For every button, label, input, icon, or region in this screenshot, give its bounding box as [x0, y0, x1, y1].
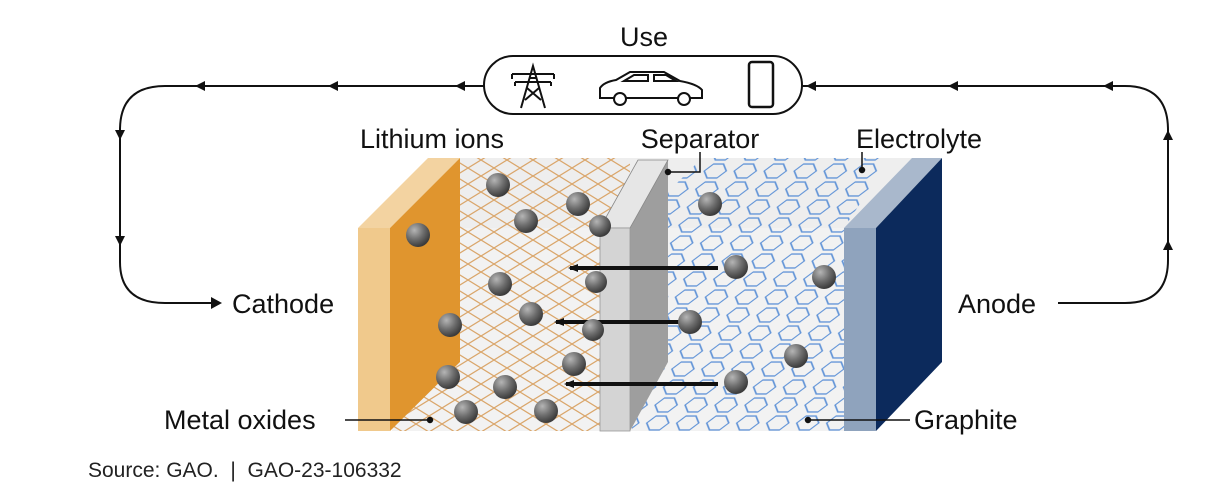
lithium-ion — [519, 302, 543, 326]
graphite-leader-dot — [804, 416, 812, 424]
lithium-ion — [724, 370, 748, 394]
arrow-left-icon — [195, 81, 205, 91]
lithium-ion — [562, 352, 586, 376]
arrow-down-icon — [115, 130, 125, 140]
lithium-ion — [534, 399, 558, 423]
lithium-ion — [406, 223, 430, 247]
graphite-label: Graphite — [914, 405, 1018, 435]
electrolyte-label: Electrolyte — [856, 124, 982, 154]
lithium-ion — [585, 271, 607, 293]
separator-leader-dot — [664, 168, 672, 176]
arrow-left-icon — [806, 81, 816, 91]
separator-front — [599, 227, 631, 432]
metal-oxides-leader-dot — [426, 416, 434, 424]
lithium-ion — [566, 192, 590, 216]
phone-icon — [747, 60, 775, 109]
ion-flow-arrows — [554, 264, 718, 388]
lithium-ion — [514, 209, 538, 233]
arrow-up-icon — [1163, 130, 1173, 140]
left-wire — [119, 85, 484, 304]
arrow-left-icon — [455, 81, 465, 91]
anode-plate-top — [844, 158, 942, 228]
metal-oxides-label: Metal oxides — [164, 405, 316, 435]
graphite-mesh — [632, 158, 890, 431]
lithium-ion — [582, 319, 604, 341]
cathode-plate-front — [358, 228, 390, 431]
circuit-wires — [119, 85, 1169, 304]
use-device-box: Use — [483, 22, 803, 115]
electrolyte-leader-dot — [858, 166, 866, 174]
right-wire — [802, 85, 1169, 304]
lithium-ion — [436, 365, 460, 389]
arrow-left-icon — [948, 81, 958, 91]
arrow-right-icon — [211, 297, 222, 309]
car-icon — [599, 71, 703, 106]
arrow-left-icon — [1103, 81, 1113, 91]
lithium-ion — [488, 272, 512, 296]
cathode-plate-side — [390, 158, 460, 431]
lithium-ion — [678, 310, 702, 334]
circuit-arrowheads — [115, 81, 1173, 309]
source-note: Source: GAO. | GAO-23-106332 — [88, 459, 402, 482]
separator-leader — [668, 152, 701, 173]
lithium-ion — [493, 375, 517, 399]
lithium-ion — [438, 313, 462, 337]
callout-leaders — [345, 152, 910, 424]
lithium-ion — [812, 265, 836, 289]
battery-cell — [358, 158, 942, 432]
anode-plate-side — [876, 158, 942, 431]
use-label: Use — [620, 22, 668, 52]
lithium-ion — [454, 400, 478, 424]
lithium-ion — [784, 344, 808, 368]
lithium-ions — [406, 173, 836, 424]
lithium-ion — [589, 215, 611, 237]
anode-label: Anode — [958, 289, 1036, 319]
arrow-up-icon — [1163, 240, 1173, 250]
lithium-ion — [724, 255, 748, 279]
cathode-label: Cathode — [232, 289, 334, 319]
separator-label: Separator — [641, 124, 760, 154]
lithium-ion — [486, 173, 510, 197]
separator-side — [630, 160, 668, 431]
power-tower-icon — [511, 62, 555, 109]
lithium-ions-label: Lithium ions — [360, 124, 504, 154]
lithium-ion — [698, 192, 722, 216]
arrow-down-icon — [115, 236, 125, 246]
cathode-plate-top — [358, 158, 460, 228]
arrow-left-icon — [328, 81, 338, 91]
anode-plate-front — [844, 228, 876, 431]
